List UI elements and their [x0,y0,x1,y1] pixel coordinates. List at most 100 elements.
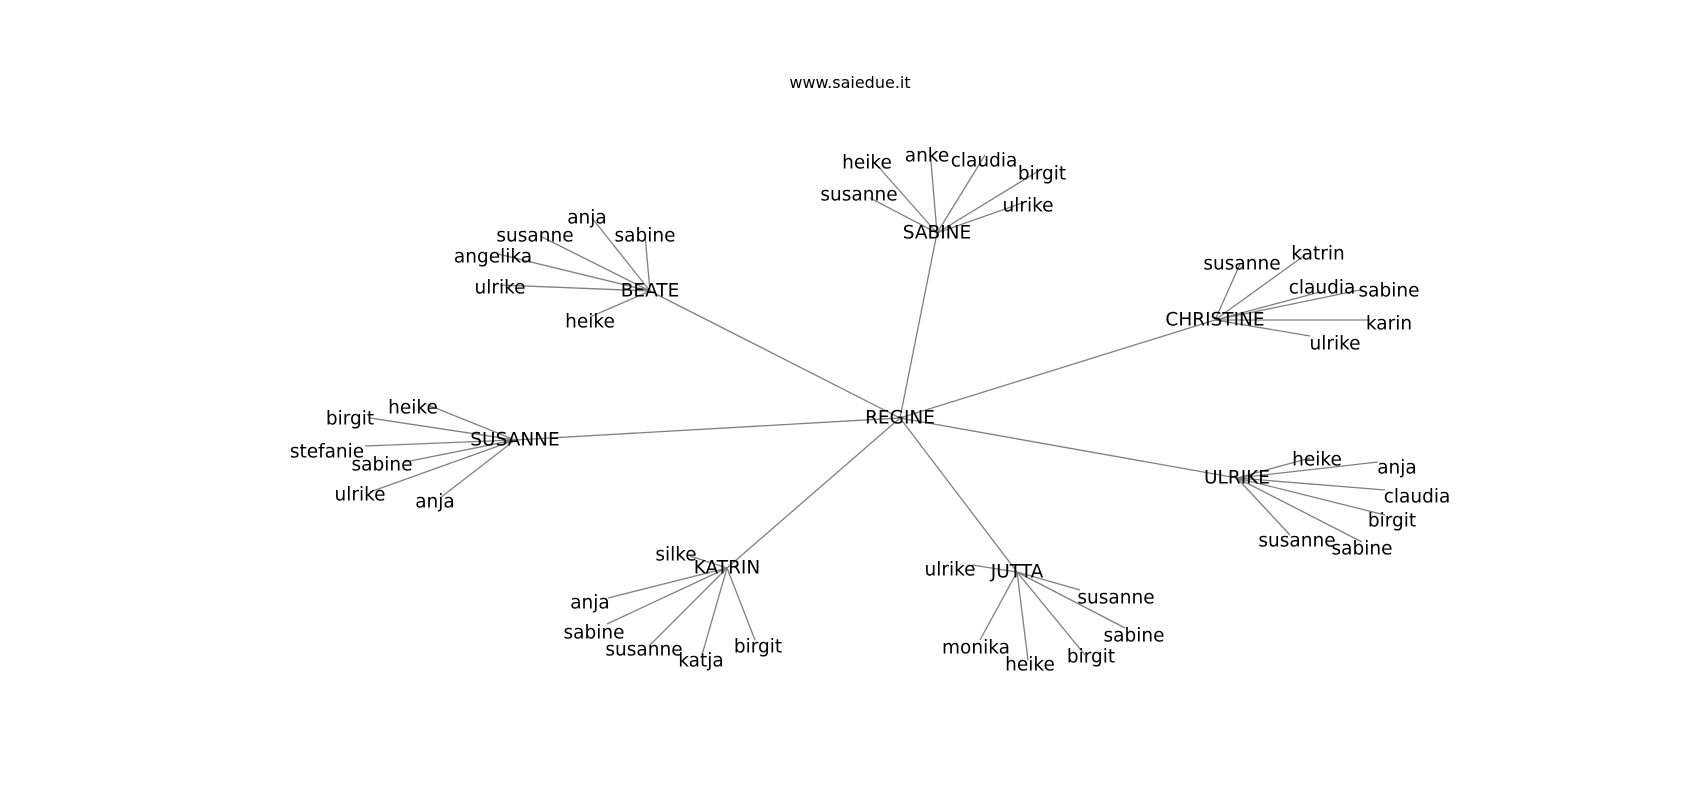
hub-label: JUTTA [990,562,1044,583]
hub-label: BEATE [621,281,680,302]
leaf-edge [1214,263,1241,321]
edge-layer [364,149,1386,661]
leaf-label: heike [1292,450,1342,471]
leaf-edge [874,162,938,234]
leaf-edge [1214,319,1311,337]
leaf-edge [936,169,1041,234]
leaf-label: birgit [734,637,782,658]
leaf-edge [726,567,756,641]
center-edge [899,417,1018,573]
leaf-label: angelika [454,247,532,268]
leaf-edge [936,154,986,234]
leaf-label: claudia [1289,278,1356,299]
leaf-label: karin [1366,314,1412,335]
leaf-edge [427,404,516,441]
leaf-label: heike [842,153,892,174]
leaf-edge [591,217,651,292]
leaf-label: katja [678,651,723,672]
leaf-edge [539,235,651,292]
leaf-label: anja [415,492,455,513]
leaf-edge [1236,477,1291,536]
leaf-edge [701,567,728,656]
leaf-edge [1236,477,1363,543]
leaf-label: katrin [1291,244,1344,265]
leaf-label: anja [1377,458,1417,479]
center-node-label: REGINE [865,408,935,429]
hub-label: ULRIKE [1204,468,1270,489]
leaf-label: birgit [1018,164,1066,185]
leaf-label: susanne [1258,531,1335,552]
leaf-label: monika [942,638,1010,659]
leaf-edge [1016,571,1126,629]
center-edge [726,417,901,569]
leaf-label: susanne [605,640,682,661]
hub-label: SUSANNE [470,430,559,451]
leaf-edge [689,555,728,569]
leaf-edge [439,439,516,499]
leaf-edge [1236,461,1379,479]
leaf-label: anja [567,208,607,229]
site-watermark: www.saiedue.it [789,73,910,92]
leaf-edge [369,417,516,441]
leaf-edge [1214,289,1361,321]
leaf-edge [364,439,516,447]
leaf-edge [499,284,651,292]
leaf-edge [971,564,1018,573]
center-edge [649,290,901,419]
hub-label: KATRIN [694,558,760,579]
leaf-label: heike [388,398,438,419]
leaf-edge [589,290,651,318]
leaf-label: susanne [496,226,573,247]
leaf-label: birgit [1368,511,1416,532]
leaf-label: ulrike [334,485,385,506]
leaf-edge [1016,571,1029,661]
hub-label: CHRISTINE [1165,310,1264,331]
leaf-edge [1016,571,1086,656]
leaf-edge [929,149,938,234]
leaf-label: anja [570,593,610,614]
leaf-edge [1214,254,1306,321]
leaf-edge [1236,457,1311,479]
leaf-label: birgit [326,409,374,430]
leaf-edge [1214,291,1321,321]
hub-label: SABINE [903,223,971,244]
center-edge [899,319,1216,419]
leaf-edge [979,571,1018,641]
center-edge [514,417,901,441]
leaf-edge [936,201,1026,234]
center-edge [899,417,1238,479]
leaf-edge [1236,477,1386,491]
leaf-label: heike [1005,655,1055,676]
leaf-edge [497,253,651,292]
leaf-label: sabine [1332,539,1393,560]
leaf-edge [869,197,938,234]
leaf-label: claudia [951,151,1018,172]
leaf-label: sabine [1104,626,1165,647]
leaf-label: ulrike [474,278,525,299]
leaf-edge [606,567,728,625]
leaf-edge [644,234,651,292]
leaf-edge [1016,571,1081,591]
leaf-label: susanne [1077,588,1154,609]
leaf-label: claudia [1384,487,1451,508]
leaf-label: sabine [1359,281,1420,302]
leaf-label: ulrike [1002,196,1053,217]
leaf-edge [607,567,728,599]
leaf-edge [1236,477,1386,516]
leaf-edge [649,567,728,646]
leaf-label: sabine [615,226,676,247]
leaf-label: stefanie [290,442,364,463]
leaf-label: sabine [564,623,625,644]
leaf-label: susanne [1203,254,1280,275]
leaf-label: susanne [820,185,897,206]
leaf-label: silke [655,545,696,566]
leaf-edge [404,439,516,463]
leaf-label: ulrike [1309,334,1360,355]
leaf-label: ulrike [924,560,975,581]
leaf-label: sabine [352,455,413,476]
leaf-edge [369,439,516,493]
leaf-label: anke [905,146,950,167]
leaf-label: birgit [1067,647,1115,668]
